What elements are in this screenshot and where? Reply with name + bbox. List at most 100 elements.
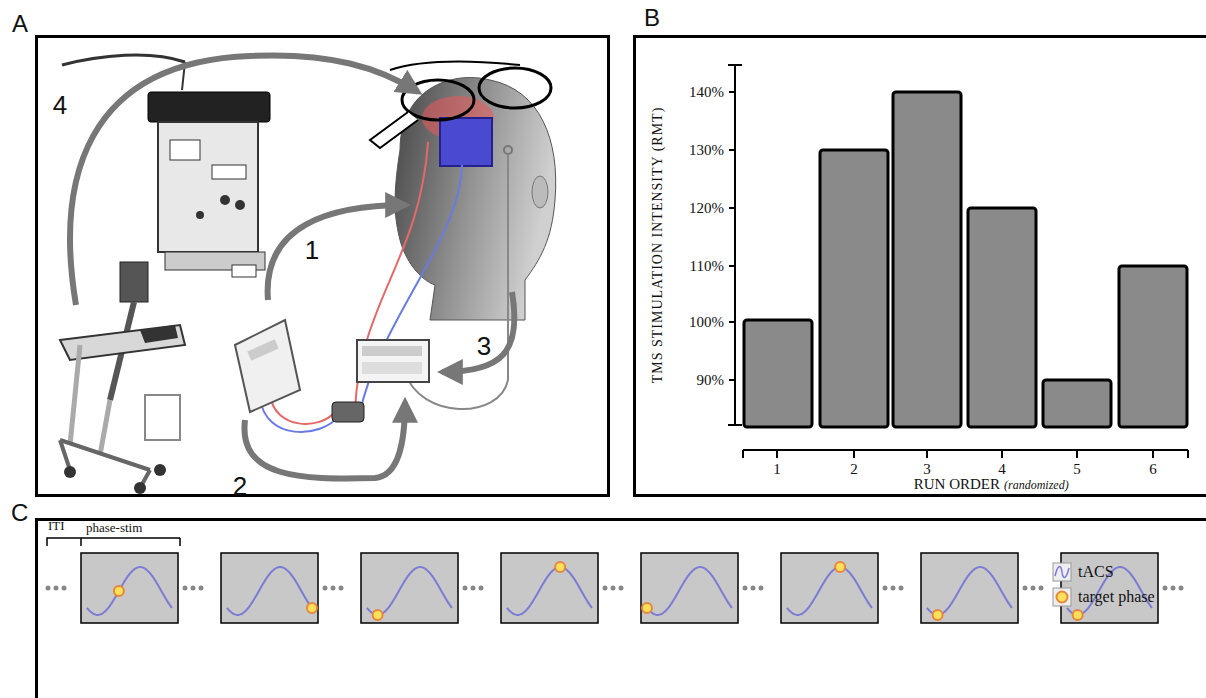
bar-chart-part-part xyxy=(1119,266,1187,427)
tick-label: 5 xyxy=(1073,461,1081,478)
tick-label: 1 xyxy=(773,461,781,478)
phase-stim-row-part-part xyxy=(642,603,652,613)
phase-stim-row xyxy=(46,553,1184,623)
figure-panel: C xyxy=(35,518,1206,698)
tick-label: 110% xyxy=(690,258,724,275)
bar-chart-part-part xyxy=(744,320,812,427)
neuronavigation-cart-part xyxy=(120,262,148,302)
phase-stim-row-part xyxy=(603,586,608,591)
bar-chart-part-part xyxy=(893,92,961,427)
interval-label: ITI xyxy=(48,518,65,534)
phase-stim-row-part-part xyxy=(647,567,732,615)
callout-number: 2 xyxy=(233,471,247,502)
phase-stim-row-part xyxy=(899,586,904,591)
phase-stim-row-part-part xyxy=(921,553,1018,623)
bar-chart-part-part xyxy=(1043,380,1111,427)
neuronavigation-cart-part xyxy=(145,395,180,440)
tms-coil xyxy=(370,62,551,148)
legend-swatch xyxy=(1052,562,1072,582)
tick-label: 3 xyxy=(923,461,931,478)
phase-stim-row-part xyxy=(479,586,484,591)
phase-stim-row-part xyxy=(501,553,598,623)
phase-stim-row-part xyxy=(781,553,878,623)
tms-machine-part xyxy=(235,200,245,210)
phase-stim-row-part xyxy=(619,586,624,591)
tick-label: 4 xyxy=(998,461,1006,478)
phase-stim-row-part xyxy=(199,586,204,591)
phase-stim-row-part xyxy=(339,586,344,591)
phase-stim-row-part-part xyxy=(87,567,172,615)
phase-stim-row-part xyxy=(1179,586,1184,591)
phase-stim-row-part xyxy=(471,586,476,591)
phase-stim-row-part-part xyxy=(221,553,318,623)
flow-arrows-part xyxy=(442,292,514,372)
eeg-amplifier xyxy=(357,340,429,382)
tms-machine-part xyxy=(170,140,200,160)
phase-stim-row-part xyxy=(323,586,328,591)
phase-stim-row-part-part xyxy=(641,553,738,623)
axis-title: TMS STIMULATION INTENSITY (RMT) xyxy=(650,107,666,384)
flow-arrows-part xyxy=(268,205,406,300)
tick-label: 2 xyxy=(850,461,858,478)
phase-stim-row-part-part xyxy=(81,553,178,623)
interval-bracket xyxy=(47,538,180,546)
neuronavigation-cart-part xyxy=(60,440,150,488)
neuronavigation-cart-part xyxy=(154,464,166,476)
phase-stim-row-part-part xyxy=(367,567,452,615)
tms-machine xyxy=(62,55,270,277)
tick-label: 140% xyxy=(689,84,724,101)
bar-chart-part xyxy=(729,92,735,380)
phase-stim-row-part-part xyxy=(361,553,458,623)
phase-stim-row-part xyxy=(759,586,764,591)
flow-arrows xyxy=(70,55,514,478)
panel-letter: B xyxy=(644,4,660,32)
phase-stim-row-part xyxy=(54,586,59,591)
tms-machine-part xyxy=(232,265,256,277)
phase-stim-row-part xyxy=(46,586,51,591)
tacs-stimulator-part xyxy=(247,339,278,360)
phase-stim-row-part-part xyxy=(1061,553,1158,623)
head-model-part xyxy=(504,146,512,154)
neuronavigation-cart-part xyxy=(64,466,76,478)
phase-stim-row-part-part xyxy=(114,586,124,596)
legend-text: target phase xyxy=(1078,588,1155,606)
tms-coil-part xyxy=(390,62,520,70)
phase-stim-row-part xyxy=(361,553,458,623)
axis-title: RUN ORDER xyxy=(914,476,1000,493)
phase-stim-row-part xyxy=(883,586,888,591)
bar-chart xyxy=(728,65,1188,458)
stimulation-wires-part xyxy=(355,142,428,410)
tick-label: 130% xyxy=(689,142,724,159)
phase-stim-row-part xyxy=(191,586,196,591)
phase-stim-row-part-part xyxy=(501,553,598,623)
phase-stim-row-part xyxy=(331,586,336,591)
tms-machine-part xyxy=(148,92,270,122)
tacs-stimulator xyxy=(235,320,300,412)
phase-stim-row-part xyxy=(463,586,468,591)
tms-machine-part xyxy=(212,165,246,179)
phase-stim-row-part-part xyxy=(307,603,317,613)
phase-stim-row-part-part xyxy=(781,553,878,623)
neuronavigation-cart-part xyxy=(70,345,110,455)
tms-machine-part xyxy=(158,122,258,252)
figure-panel: A xyxy=(35,35,610,497)
phase-stim-row-part xyxy=(611,586,616,591)
tms-machine-part xyxy=(62,55,185,65)
connector-box xyxy=(332,402,364,422)
callout-number: 3 xyxy=(477,331,491,362)
phase-stim-row-part-part xyxy=(835,562,845,572)
interval-label: phase-stim xyxy=(86,520,142,536)
tms-machine-part xyxy=(196,211,204,219)
neuronavigation-cart xyxy=(60,262,185,494)
panel-letter: A xyxy=(12,10,28,38)
head-model-part xyxy=(440,118,492,166)
phase-stim-row-part xyxy=(743,586,748,591)
bar-chart-part xyxy=(743,450,1188,458)
phase-stim-row-part xyxy=(62,586,67,591)
bar-chart-part-part xyxy=(820,150,888,427)
phase-stim-row-part xyxy=(751,586,756,591)
neuronavigation-cart-part xyxy=(140,325,178,343)
tick-label: 100% xyxy=(689,314,724,331)
